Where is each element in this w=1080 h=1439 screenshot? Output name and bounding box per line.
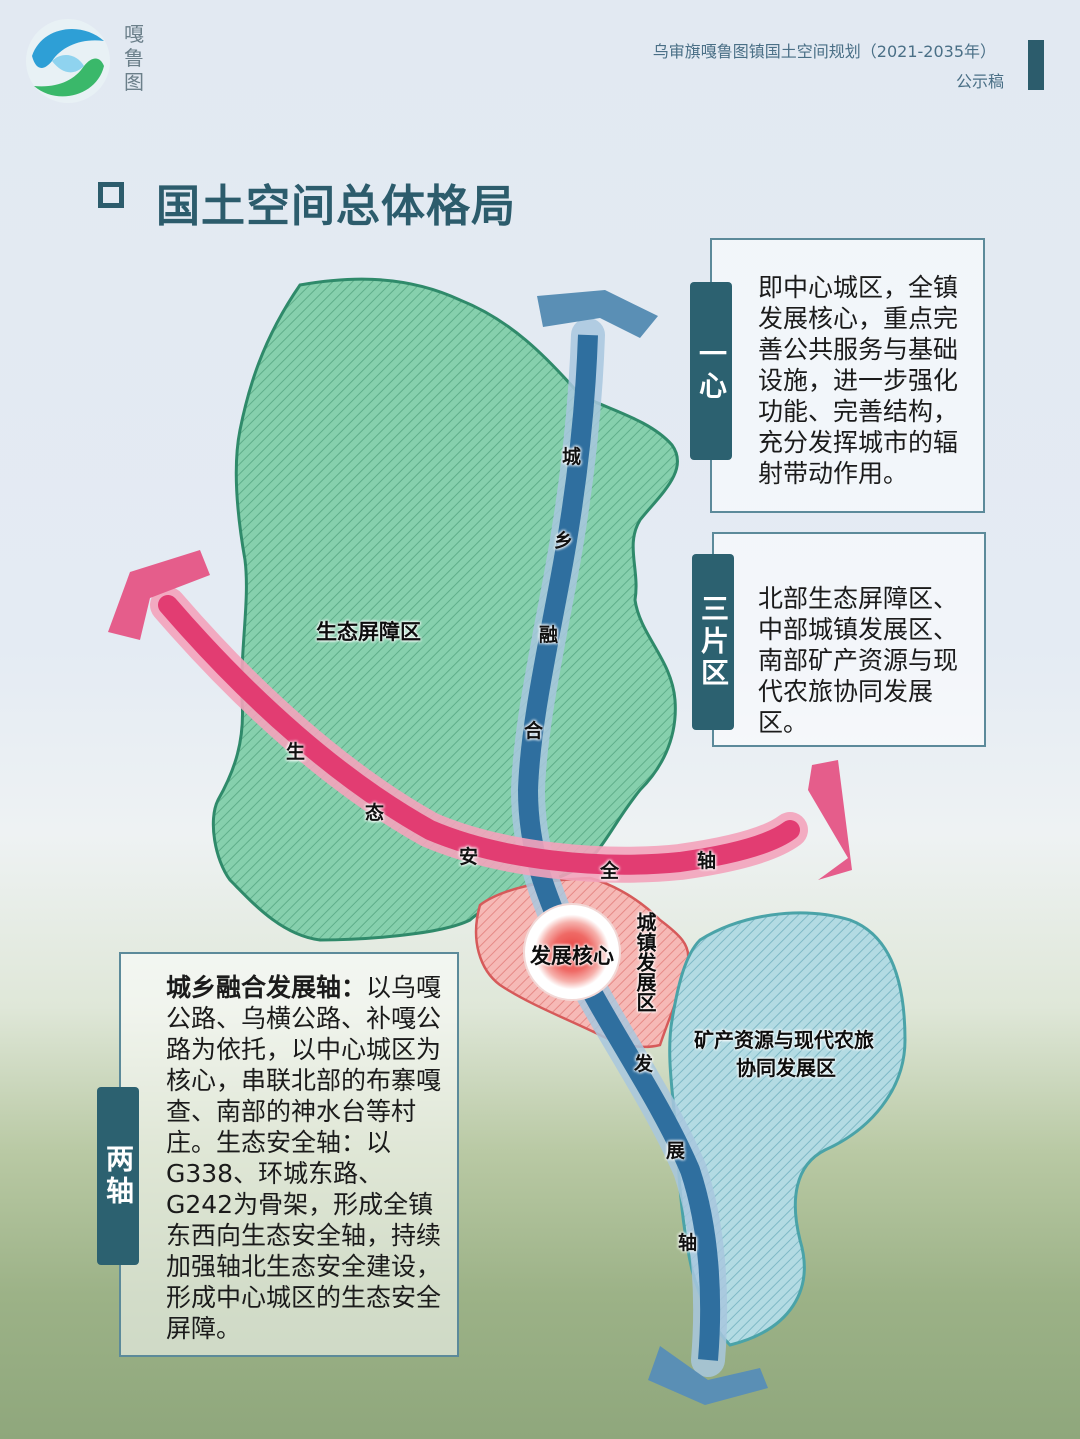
card-one-center-text: 即中心城区，全镇发展核心，重点完善公共服务与基础设施，进一步强化功能、完善结构，…: [758, 273, 959, 488]
axis-ecology-char: 安: [459, 846, 479, 868]
card-two-axes-lead: 城乡融合发展轴：: [166, 973, 367, 1002]
axis-ecology: [108, 550, 852, 883]
arrow-south-icon: [648, 1346, 768, 1405]
axis-ecology-char: 生: [286, 741, 306, 763]
card-three-zones-text: 北部生态屏障区、中部城镇发展区、南部矿产资源与现代农旅协同发展区。: [758, 584, 959, 737]
arrow-north-icon: [537, 290, 658, 338]
zone-south-label-line1: 矿产资源与现代农旅: [694, 1028, 874, 1052]
header-accent-bar: [1028, 40, 1044, 90]
axis-ecology-char: 全: [600, 860, 620, 882]
axis-ecology-char: 态: [365, 802, 385, 824]
axis-ecology-char: 轴: [697, 850, 717, 872]
tag-three-zones: 三片区: [692, 554, 734, 730]
tag-one-center-label: 一心: [695, 339, 728, 403]
card-two-axes: [119, 952, 459, 1357]
core-circle: [523, 903, 621, 1001]
arrow-west-icon: [108, 550, 210, 640]
axis-urban-rural-char: 城: [562, 446, 582, 468]
axis-urban-rural-char: 轴: [678, 1232, 698, 1254]
card-three-zones: [712, 532, 986, 747]
logo-icon: [26, 19, 110, 103]
axis-urban-rural-char: 发: [634, 1053, 654, 1075]
core-label: 发展核心: [530, 944, 614, 968]
title-square-icon: [98, 182, 124, 208]
card-two-axes-body: 以乌嘎公路、乌横公路、补嘎公路为依托，以中心城区为核心，串联北部的布寨嘎查、南部…: [166, 973, 442, 1343]
zone-north-label: 生态屏障区: [316, 620, 421, 644]
card-one-center: [710, 238, 985, 513]
doc-title: 乌审旗嘎鲁图镇国土空间规划（2021-2035年）: [652, 42, 996, 61]
zone-south-label-line2: 协同发展区: [736, 1056, 836, 1080]
tag-one-center: 一心: [690, 282, 732, 460]
tag-two-axes: 两轴: [97, 1087, 139, 1265]
axis-urban-rural-char: 融: [539, 624, 559, 646]
axis-urban-rural-char: 乡: [554, 530, 574, 552]
axis-urban-rural-char: 合: [524, 720, 544, 742]
tag-three-zones-label: 三片区: [697, 594, 730, 690]
page-title: 国土空间总体格局: [156, 181, 516, 232]
axis-urban-rural-char: 展: [666, 1140, 686, 1162]
arrow-east-icon: [808, 760, 852, 880]
doc-status: 公示稿: [955, 72, 1004, 91]
logo-text: 嘎鲁图: [124, 22, 144, 94]
zone-middle-label: 城镇发展区: [633, 912, 657, 1012]
tag-two-axes-label: 两轴: [102, 1144, 135, 1208]
card-two-axes-text: 城乡融合发展轴：以乌嘎公路、乌横公路、补嘎公路为依托，以中心城区为核心，串联北部…: [166, 972, 446, 1344]
